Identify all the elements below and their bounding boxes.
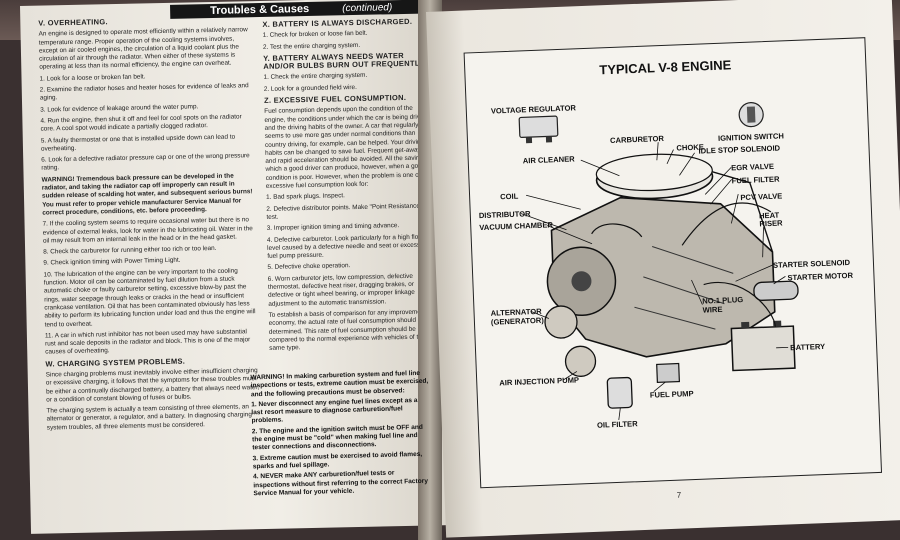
body-paragraph: 9. Check ignition timing with Power Timi… xyxy=(43,257,181,267)
label-coil: COIL xyxy=(499,191,519,202)
body-paragraph: 11. A car in which rust inhibitor has no… xyxy=(44,328,251,356)
body-paragraph: 7. If the cooling system seems to requir… xyxy=(42,216,253,245)
body-paragraph: 8. Check the carburetor for running eith… xyxy=(43,245,217,256)
body-paragraph: 3. Improper ignition timing and timing a… xyxy=(266,222,400,233)
section-heading: W. CHARGING SYSTEM PROBLEMS. xyxy=(45,356,186,369)
label-alternator: ALTERNATOR (GENERATOR) xyxy=(490,306,544,327)
body-paragraph: 2. Defective distributor points. Make "P… xyxy=(266,202,423,221)
header-subtitle: (continued) xyxy=(342,2,393,15)
label-plug-wire: NO.1 PLUG WIRE xyxy=(702,295,744,315)
body-paragraph: 1. Bad spark plugs. Inspect. xyxy=(265,192,346,202)
body-paragraph: 5. Defective choke operation. xyxy=(267,262,351,272)
warning-item: 4. NEVER make ANY carburetion/fuel tests… xyxy=(252,469,429,498)
body-paragraph: 2. Look for a grounded field wire. xyxy=(263,83,357,93)
body-paragraph: Since charging problems must inevitably … xyxy=(45,367,260,404)
section-heading: V. OVERHEATING. xyxy=(38,17,108,28)
warning-item: 3. Extreme caution must be exercised to … xyxy=(252,450,423,471)
fuel-system-warning: WARNING! In making carburetion system an… xyxy=(250,370,431,501)
body-paragraph: An engine is designed to operate most ef… xyxy=(38,26,248,72)
oil-filter-shape xyxy=(606,376,633,409)
body-paragraph: 6. Look for a defective radiator pressur… xyxy=(41,152,250,173)
air-injection-pump-shape xyxy=(564,345,597,377)
body-paragraph: 3. Look for evidence of leakage around t… xyxy=(40,102,199,114)
body-paragraph: Fuel consumption depends upon the condit… xyxy=(264,105,429,190)
battery-shape xyxy=(730,325,796,372)
alternator-shape xyxy=(544,305,578,339)
warning-item: 1. Never disconnect any engine fuel line… xyxy=(251,396,418,425)
section-heading: Z. EXCESSIVE FUEL CONSUMPTION. xyxy=(263,93,407,105)
label-fuel-filter: FUEL FILTER xyxy=(731,174,780,186)
body-paragraph: 2. Test the entire charging system. xyxy=(262,41,361,51)
label-battery: BATTERY xyxy=(789,341,826,353)
label-heat-riser: HEAT RISER xyxy=(758,210,783,229)
right-page: TYPICAL V-8 ENGINE xyxy=(426,0,900,538)
label-fuel-pump: FUEL PUMP xyxy=(649,389,694,400)
body-paragraph: To establish a basis of comparison for a… xyxy=(268,308,434,352)
voltage-regulator-shape xyxy=(518,115,559,139)
label-oil-filter: OIL FILTER xyxy=(596,419,638,430)
warning-paragraph: WARNING! Tremendous back pressure can be… xyxy=(41,172,253,217)
body-paragraph: The charging system is actually a team c… xyxy=(46,403,252,432)
body-paragraph: 4. Run the engine, then shut it off and … xyxy=(40,113,242,133)
right-column: X. BATTERY IS ALWAYS DISCHARGED.1. Check… xyxy=(262,17,437,356)
body-paragraph: 2. Examine the radiator hoses and heater… xyxy=(39,82,249,102)
engine-illustration xyxy=(518,101,799,420)
starter-motor-shape xyxy=(753,280,799,301)
engine-diagram: TYPICAL V-8 ENGINE xyxy=(463,37,883,489)
body-paragraph: 1. Check for broken or loose fan belt. xyxy=(262,30,368,40)
warning-item: 2. The engine and the ignition switch mu… xyxy=(251,423,424,452)
body-paragraph: 1. Check the entire charging system. xyxy=(263,72,368,82)
label-pcv-valve: PCV VALVE xyxy=(740,191,783,203)
fuel-pump-shape xyxy=(656,362,680,384)
body-paragraph: 10. The lubrication of the engine can be… xyxy=(43,267,256,329)
section-heading: X. BATTERY IS ALWAYS DISCHARGED. xyxy=(262,16,413,29)
section-heading: Y. BATTERY ALWAYS NEEDS WATER AND/OR BUL… xyxy=(263,50,426,72)
body-paragraph: 4. Defective carburetor. Look particular… xyxy=(266,233,429,261)
page-number: 7 xyxy=(676,490,682,500)
warning-intro: WARNING! In making carburetion system an… xyxy=(250,369,429,398)
body-paragraph: 5. A faulty thermostat or one that is in… xyxy=(40,133,236,153)
body-paragraph: 6. Worn carburetor jets, low compression… xyxy=(267,272,415,308)
body-paragraph: 1. Look for a loose or broken fan belt. xyxy=(39,73,146,83)
label-egr-valve: EGR VALVE xyxy=(731,161,775,173)
left-column: V. OVERHEATING.An engine is designed to … xyxy=(38,15,261,435)
